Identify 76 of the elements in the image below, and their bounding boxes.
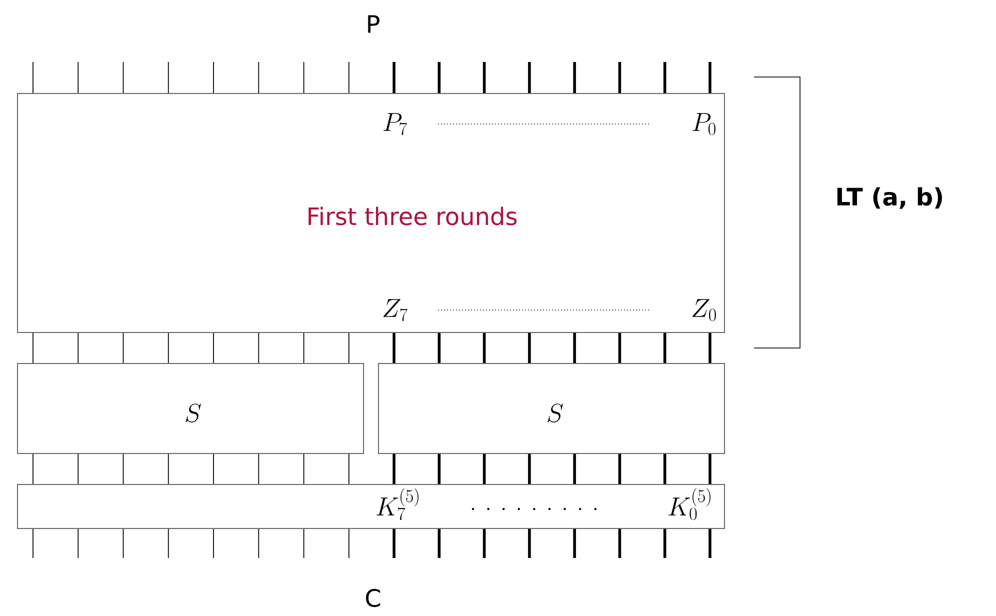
wire (618, 62, 622, 93)
wire (348, 528, 350, 558)
wire (708, 454, 712, 484)
wire (573, 454, 576, 484)
wire (348, 62, 350, 94)
wire (78, 528, 79, 558)
sbox-label: $S$ (186, 404, 201, 422)
wire (258, 332, 260, 364)
wire (708, 333, 712, 363)
wire (708, 529, 712, 558)
wire (438, 62, 441, 93)
wire (618, 454, 622, 484)
wire (122, 62, 124, 94)
wire (168, 454, 169, 484)
wire (528, 529, 531, 558)
wire (528, 62, 531, 93)
wire (258, 528, 260, 558)
wire (32, 62, 34, 94)
wire (122, 528, 124, 558)
sbox-label: $S$ (548, 404, 563, 422)
wire (528, 454, 531, 484)
wire (438, 454, 441, 484)
wire (618, 529, 622, 558)
wire (663, 333, 666, 363)
wire (708, 62, 712, 93)
output-label: $Z_0$ (692, 299, 716, 322)
wire (303, 454, 304, 484)
wire (482, 62, 486, 93)
wire (482, 529, 486, 558)
wire (482, 454, 486, 484)
key-label: $K_0^{(5)}$ (668, 488, 710, 520)
box-title: First three rounds (308, 206, 517, 226)
wire (213, 62, 214, 94)
wire (573, 529, 576, 558)
wire (122, 332, 124, 364)
wire (213, 454, 214, 484)
wire (392, 62, 396, 93)
wire (32, 528, 34, 558)
input-label: P (368, 15, 380, 33)
wire (122, 454, 124, 484)
wire (573, 333, 576, 363)
wire (303, 62, 304, 94)
output-label: $Z_7$ (383, 299, 408, 322)
wire (618, 333, 622, 363)
wire (663, 62, 666, 93)
wire (392, 529, 396, 558)
wire (168, 528, 169, 558)
wire (573, 62, 576, 93)
input-label: $P_7$ (384, 113, 407, 136)
wire (78, 62, 79, 94)
wire (32, 454, 34, 484)
wire (438, 333, 441, 363)
wire (663, 529, 666, 558)
wire (213, 332, 214, 364)
wire (392, 333, 396, 363)
wire (348, 454, 350, 484)
input-label: $P_0$ (692, 113, 716, 136)
key-label: $K_7^{(5)}$ (376, 488, 418, 520)
wire (303, 528, 304, 558)
wire (213, 528, 214, 558)
wire (168, 62, 169, 94)
wire (258, 454, 260, 484)
wire (663, 454, 666, 484)
wire (258, 62, 260, 94)
wire (168, 332, 169, 364)
wire (528, 333, 531, 363)
wire (392, 454, 396, 484)
wire (78, 454, 79, 484)
output-label: C (366, 588, 380, 608)
wire (78, 332, 79, 364)
wire (438, 529, 441, 558)
wire (32, 332, 34, 364)
wire (482, 333, 486, 363)
wire (348, 332, 350, 364)
bracket-label: LT (a, b) (837, 187, 942, 209)
wire (303, 332, 304, 364)
